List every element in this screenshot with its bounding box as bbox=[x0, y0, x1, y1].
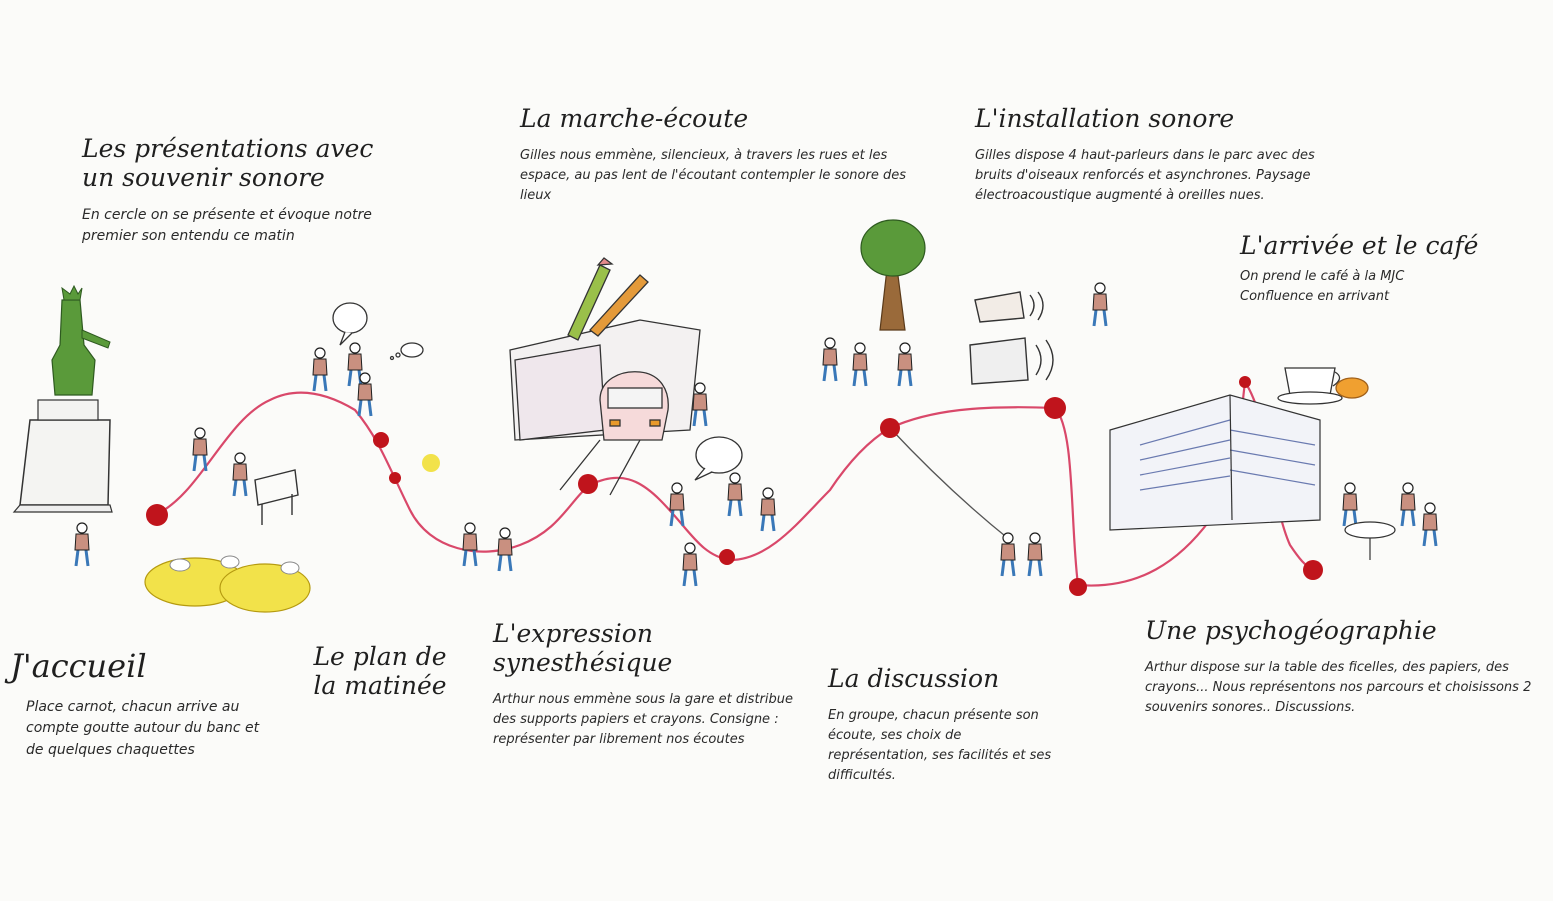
stop-dots bbox=[146, 376, 1323, 596]
stop-title: Le plan de la matinée bbox=[313, 642, 447, 700]
stop-title: Une psychogéographie bbox=[1145, 616, 1437, 645]
person-figure bbox=[727, 472, 743, 517]
person-figure bbox=[1400, 482, 1416, 527]
stop-dot-arrivee bbox=[1239, 376, 1251, 388]
stop-dot-psycho bbox=[1303, 560, 1323, 580]
person-figure bbox=[312, 347, 328, 392]
stop-title: La discussion bbox=[828, 664, 1000, 693]
person-figure bbox=[1000, 532, 1016, 577]
statue-icon bbox=[12, 284, 113, 513]
stop-description: On prend le café à la MJC Confluence en … bbox=[1240, 268, 1405, 304]
speech-bubble-icon bbox=[332, 302, 743, 481]
stop-dot-installation bbox=[1044, 397, 1066, 419]
stop-discussion: La discussion En groupe, chacun présente… bbox=[828, 664, 1058, 786]
mjc-building-icon bbox=[1109, 394, 1321, 531]
person-figure bbox=[497, 527, 513, 572]
person-figure bbox=[232, 452, 248, 497]
tree-icon bbox=[860, 219, 926, 331]
stop-description: En cercle on se présente et évoque notre… bbox=[82, 206, 372, 245]
person-figure bbox=[357, 372, 373, 417]
stop-dot-presentations bbox=[373, 432, 389, 448]
stop-dot-plan bbox=[389, 472, 401, 484]
stop-title: J'accueil bbox=[10, 647, 147, 685]
stop-title: Les présentations avec un souvenir sonor… bbox=[82, 134, 374, 192]
person-figure bbox=[669, 482, 685, 527]
stop-accueil: J'accueil Place carnot, chacun arrive au… bbox=[10, 648, 265, 762]
stop-plan: Le plan de la matinée bbox=[305, 642, 455, 701]
person-figure bbox=[462, 522, 478, 567]
person-figure bbox=[760, 487, 776, 532]
stop-dot-discussion bbox=[1069, 578, 1087, 596]
stop-description: Place carnot, chacun arrive au compte go… bbox=[26, 698, 260, 759]
stop-description: Arthur nous emmène sous la gare et distr… bbox=[493, 691, 794, 747]
person-figure bbox=[192, 427, 208, 472]
cafe-table-icon bbox=[1344, 521, 1396, 560]
stop-description: Gilles dispose 4 haut-parleurs dans le p… bbox=[975, 147, 1315, 204]
person-figure bbox=[692, 382, 708, 427]
coffee-cup-icon bbox=[1277, 367, 1369, 405]
person-figure bbox=[1027, 532, 1043, 577]
stop-expression: L'expression synesthésique Arthur nous e… bbox=[493, 619, 803, 750]
person-figure bbox=[852, 342, 868, 387]
stop-dot-expression bbox=[578, 474, 598, 494]
stop-dot-expression-2 bbox=[719, 549, 735, 565]
stop-dot-marche bbox=[880, 418, 900, 438]
person-figure bbox=[682, 542, 698, 587]
stop-presentations: Les présentations avec un souvenir sonor… bbox=[82, 134, 412, 248]
person-figure bbox=[1092, 282, 1108, 327]
stop-dot-accueil bbox=[146, 504, 168, 526]
yellow-dot bbox=[422, 454, 440, 472]
stop-description: En groupe, chacun présente son écoute, s… bbox=[828, 707, 1052, 784]
bench-icon bbox=[254, 469, 299, 525]
stop-title: L'installation sonore bbox=[975, 104, 1235, 133]
person-figure bbox=[347, 342, 363, 387]
train-station-icon bbox=[509, 257, 701, 496]
branch-line bbox=[889, 427, 1011, 541]
stop-description: Gilles nous emmène, silencieux, à traver… bbox=[520, 147, 906, 204]
person-figure bbox=[74, 522, 90, 567]
stop-title: L'arrivée et le café bbox=[1240, 231, 1479, 260]
stop-psycho: Une psychogéographie Arthur dispose sur … bbox=[1145, 616, 1540, 718]
stop-installation: L'installation sonore Gilles dispose 4 h… bbox=[975, 104, 1335, 206]
cushion-icon bbox=[144, 555, 311, 613]
stop-description: Arthur dispose sur la table des ficelles… bbox=[1145, 659, 1532, 716]
stop-marche: La marche-écoute Gilles nous emmène, sil… bbox=[520, 104, 925, 206]
person-figure bbox=[897, 342, 913, 387]
stop-title: La marche-écoute bbox=[520, 104, 749, 133]
stop-title: L'expression synesthésique bbox=[493, 619, 673, 677]
speaker-icon bbox=[969, 291, 1054, 385]
stop-arrivee: L'arrivée et le café On prend le café à … bbox=[1240, 231, 1480, 307]
person-figure bbox=[1342, 482, 1358, 527]
person-figure bbox=[1422, 502, 1438, 547]
person-figure bbox=[822, 337, 838, 382]
